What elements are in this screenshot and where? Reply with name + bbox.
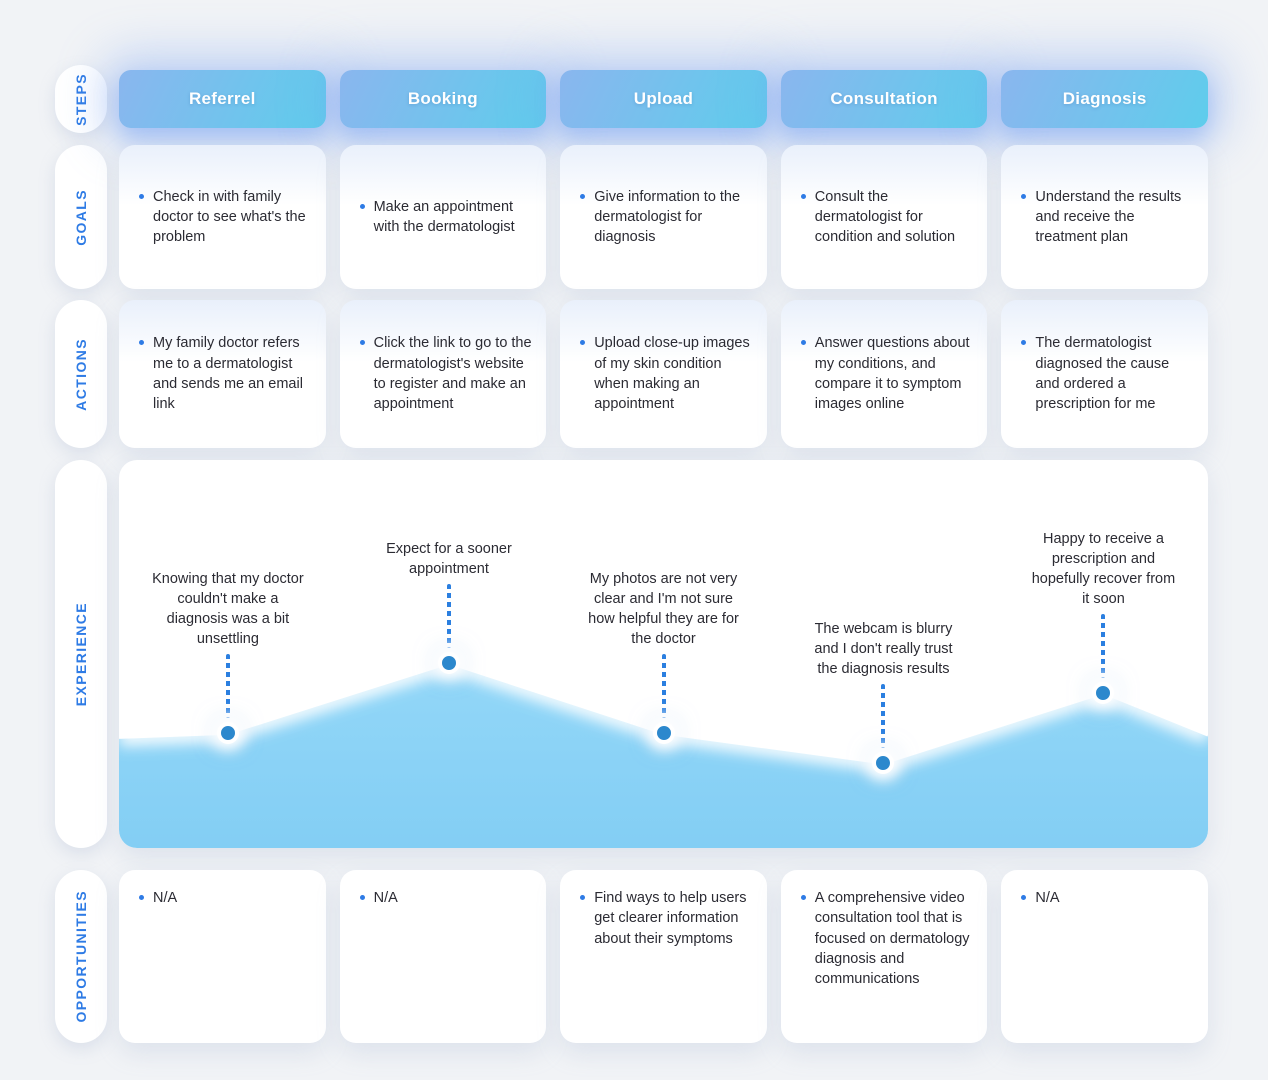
- opportunity-text: A comprehensive video consultation tool …: [814, 890, 970, 988]
- opportunity-card-upload: Find ways to help users get clearer info…: [560, 870, 767, 1043]
- row-label-experience-text: EXPERIENCE: [73, 601, 89, 707]
- opportunity-text: N/A: [153, 890, 178, 906]
- step-button-referrel[interactable]: Referrel: [119, 70, 326, 128]
- row-label-steps-text: STEPS: [73, 72, 89, 126]
- goal-text: Understand the results and receive the t…: [1035, 188, 1182, 246]
- experience-point: [872, 752, 895, 775]
- goal-card-upload: Give information to the dermatologist fo…: [560, 145, 767, 289]
- row-label-goals-text: GOALS: [73, 188, 89, 246]
- step-button-booking[interactable]: Booking: [339, 70, 547, 128]
- experience-chart: Knowing that my doctor couldn't make a d…: [119, 460, 1208, 848]
- action-card-booking: Click the link to go to the dermatologis…: [339, 300, 547, 448]
- action-text: Answer questions about my conditions, an…: [814, 335, 970, 413]
- experience-point: [1092, 681, 1115, 704]
- bullet-icon: [800, 340, 806, 346]
- experience-connector: [225, 654, 230, 719]
- action-text: Upload close-up images of my skin condit…: [594, 335, 750, 413]
- goal-text: Make an appointment with the dermatologi…: [373, 198, 515, 235]
- bullet-icon: [580, 895, 586, 900]
- goals-row: Check in with family doctor to see what'…: [119, 145, 1208, 289]
- experience-row: Knowing that my doctor couldn't make a d…: [119, 460, 1208, 848]
- bullet-icon: [1021, 193, 1027, 199]
- opportunity-card-referrel: N/A: [119, 870, 326, 1043]
- actions-row: My family doctor refers me to a dermatol…: [119, 300, 1208, 448]
- experience-connector: [1101, 613, 1106, 678]
- experience-annotation: Knowing that my doctor couldn't make a d…: [152, 571, 304, 648]
- opportunities-row: N/A N/A Find ways to help users get clea…: [119, 870, 1208, 1043]
- experience-annotation: The webcam is blurry and I don't really …: [814, 621, 953, 678]
- row-label-actions-text: ACTIONS: [73, 337, 89, 411]
- goal-card-diagnosis: Understand the results and receive the t…: [1001, 145, 1208, 289]
- bullet-icon: [580, 193, 586, 199]
- action-text: The dermatologist diagnosed the cause an…: [1035, 335, 1170, 413]
- opportunity-card-diagnosis: N/A: [1001, 870, 1208, 1043]
- experience-point: [216, 722, 239, 745]
- action-card-upload: Upload close-up images of my skin condit…: [560, 300, 767, 448]
- row-label-steps: STEPS: [55, 65, 107, 133]
- action-text: Click the link to go to the dermatologis…: [373, 335, 532, 413]
- action-card-consultation: Answer questions about my conditions, an…: [780, 300, 988, 448]
- step-button-upload[interactable]: Upload: [560, 70, 767, 128]
- bullet-icon: [359, 895, 365, 900]
- goal-text: Check in with family doctor to see what'…: [153, 188, 306, 246]
- row-label-opportunities-text: OPPORTUNITIES: [73, 890, 89, 1023]
- experience-connector: [881, 684, 886, 749]
- row-label-actions: ACTIONS: [55, 300, 107, 448]
- bullet-icon: [1021, 340, 1027, 346]
- steps-row: Referrel Booking Upload Consultation Dia…: [119, 70, 1208, 128]
- experience-annotation: My photos are not very clear and I'm not…: [588, 571, 739, 648]
- row-label-opportunities: OPPORTUNITIES: [55, 870, 107, 1043]
- experience-annotation: Happy to receive a prescription and hope…: [1031, 530, 1176, 607]
- bullet-icon: [139, 895, 144, 900]
- goal-card-referrel: Check in with family doctor to see what'…: [119, 145, 326, 289]
- opportunity-text: Find ways to help users get clearer info…: [594, 890, 747, 947]
- step-button-diagnosis[interactable]: Diagnosis: [1001, 70, 1208, 128]
- goal-text: Give information to the dermatologist fo…: [594, 188, 741, 246]
- step-button-consultation[interactable]: Consultation: [780, 70, 988, 128]
- experience-connector: [446, 583, 451, 648]
- opportunity-card-booking: N/A: [339, 870, 547, 1043]
- experience-point: [437, 651, 460, 674]
- bullet-icon: [139, 340, 144, 346]
- row-label-goals: GOALS: [55, 145, 107, 289]
- bullet-icon: [800, 193, 806, 199]
- experience-annotation: Expect for a sooner appointment: [386, 540, 512, 577]
- experience-connector: [661, 654, 666, 719]
- goal-card-booking: Make an appointment with the dermatologi…: [339, 145, 547, 289]
- bullet-icon: [800, 895, 806, 900]
- opportunity-card-consultation: A comprehensive video consultation tool …: [780, 870, 988, 1043]
- opportunity-text: N/A: [1035, 890, 1060, 906]
- action-card-diagnosis: The dermatologist diagnosed the cause an…: [1001, 300, 1208, 448]
- bullet-icon: [359, 203, 365, 209]
- action-card-referrel: My family doctor refers me to a dermatol…: [119, 300, 326, 448]
- opportunity-text: N/A: [373, 890, 398, 906]
- goal-card-consultation: Consult the dermatologist for condition …: [780, 145, 988, 289]
- action-text: My family doctor refers me to a dermatol…: [153, 335, 303, 413]
- bullet-icon: [359, 340, 365, 346]
- bullet-icon: [580, 340, 586, 346]
- row-label-experience: EXPERIENCE: [55, 460, 107, 848]
- bullet-icon: [1021, 895, 1027, 900]
- bullet-icon: [139, 193, 144, 199]
- experience-point: [652, 722, 675, 745]
- goal-text: Consult the dermatologist for condition …: [814, 188, 956, 246]
